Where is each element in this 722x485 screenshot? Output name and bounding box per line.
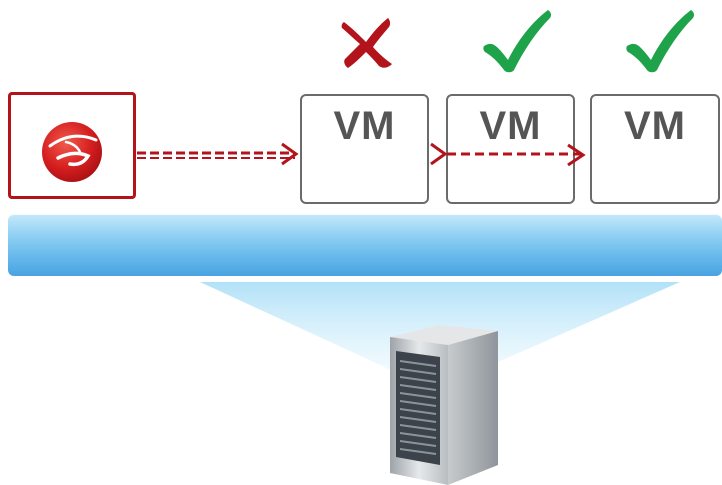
vm-label: VM [333, 104, 396, 148]
checkmark-icon [483, 10, 552, 73]
trend-micro-logo-icon [42, 122, 102, 182]
server-tower-icon [390, 325, 498, 485]
host-connection-beam [200, 282, 680, 381]
arrow-vm1-to-vm2 [430, 142, 448, 166]
vm-box-3: VM [590, 94, 720, 204]
checkmark-icon [626, 10, 695, 73]
vm-box-2: VM [446, 94, 575, 204]
hypervisor-bar [8, 214, 722, 276]
vm-label: VM [624, 104, 686, 148]
arrow-agent-to-vm1 [137, 142, 299, 166]
vm-label: VM [479, 104, 542, 148]
cross-icon [341, 18, 392, 68]
vm-box-1: VM [300, 94, 429, 204]
